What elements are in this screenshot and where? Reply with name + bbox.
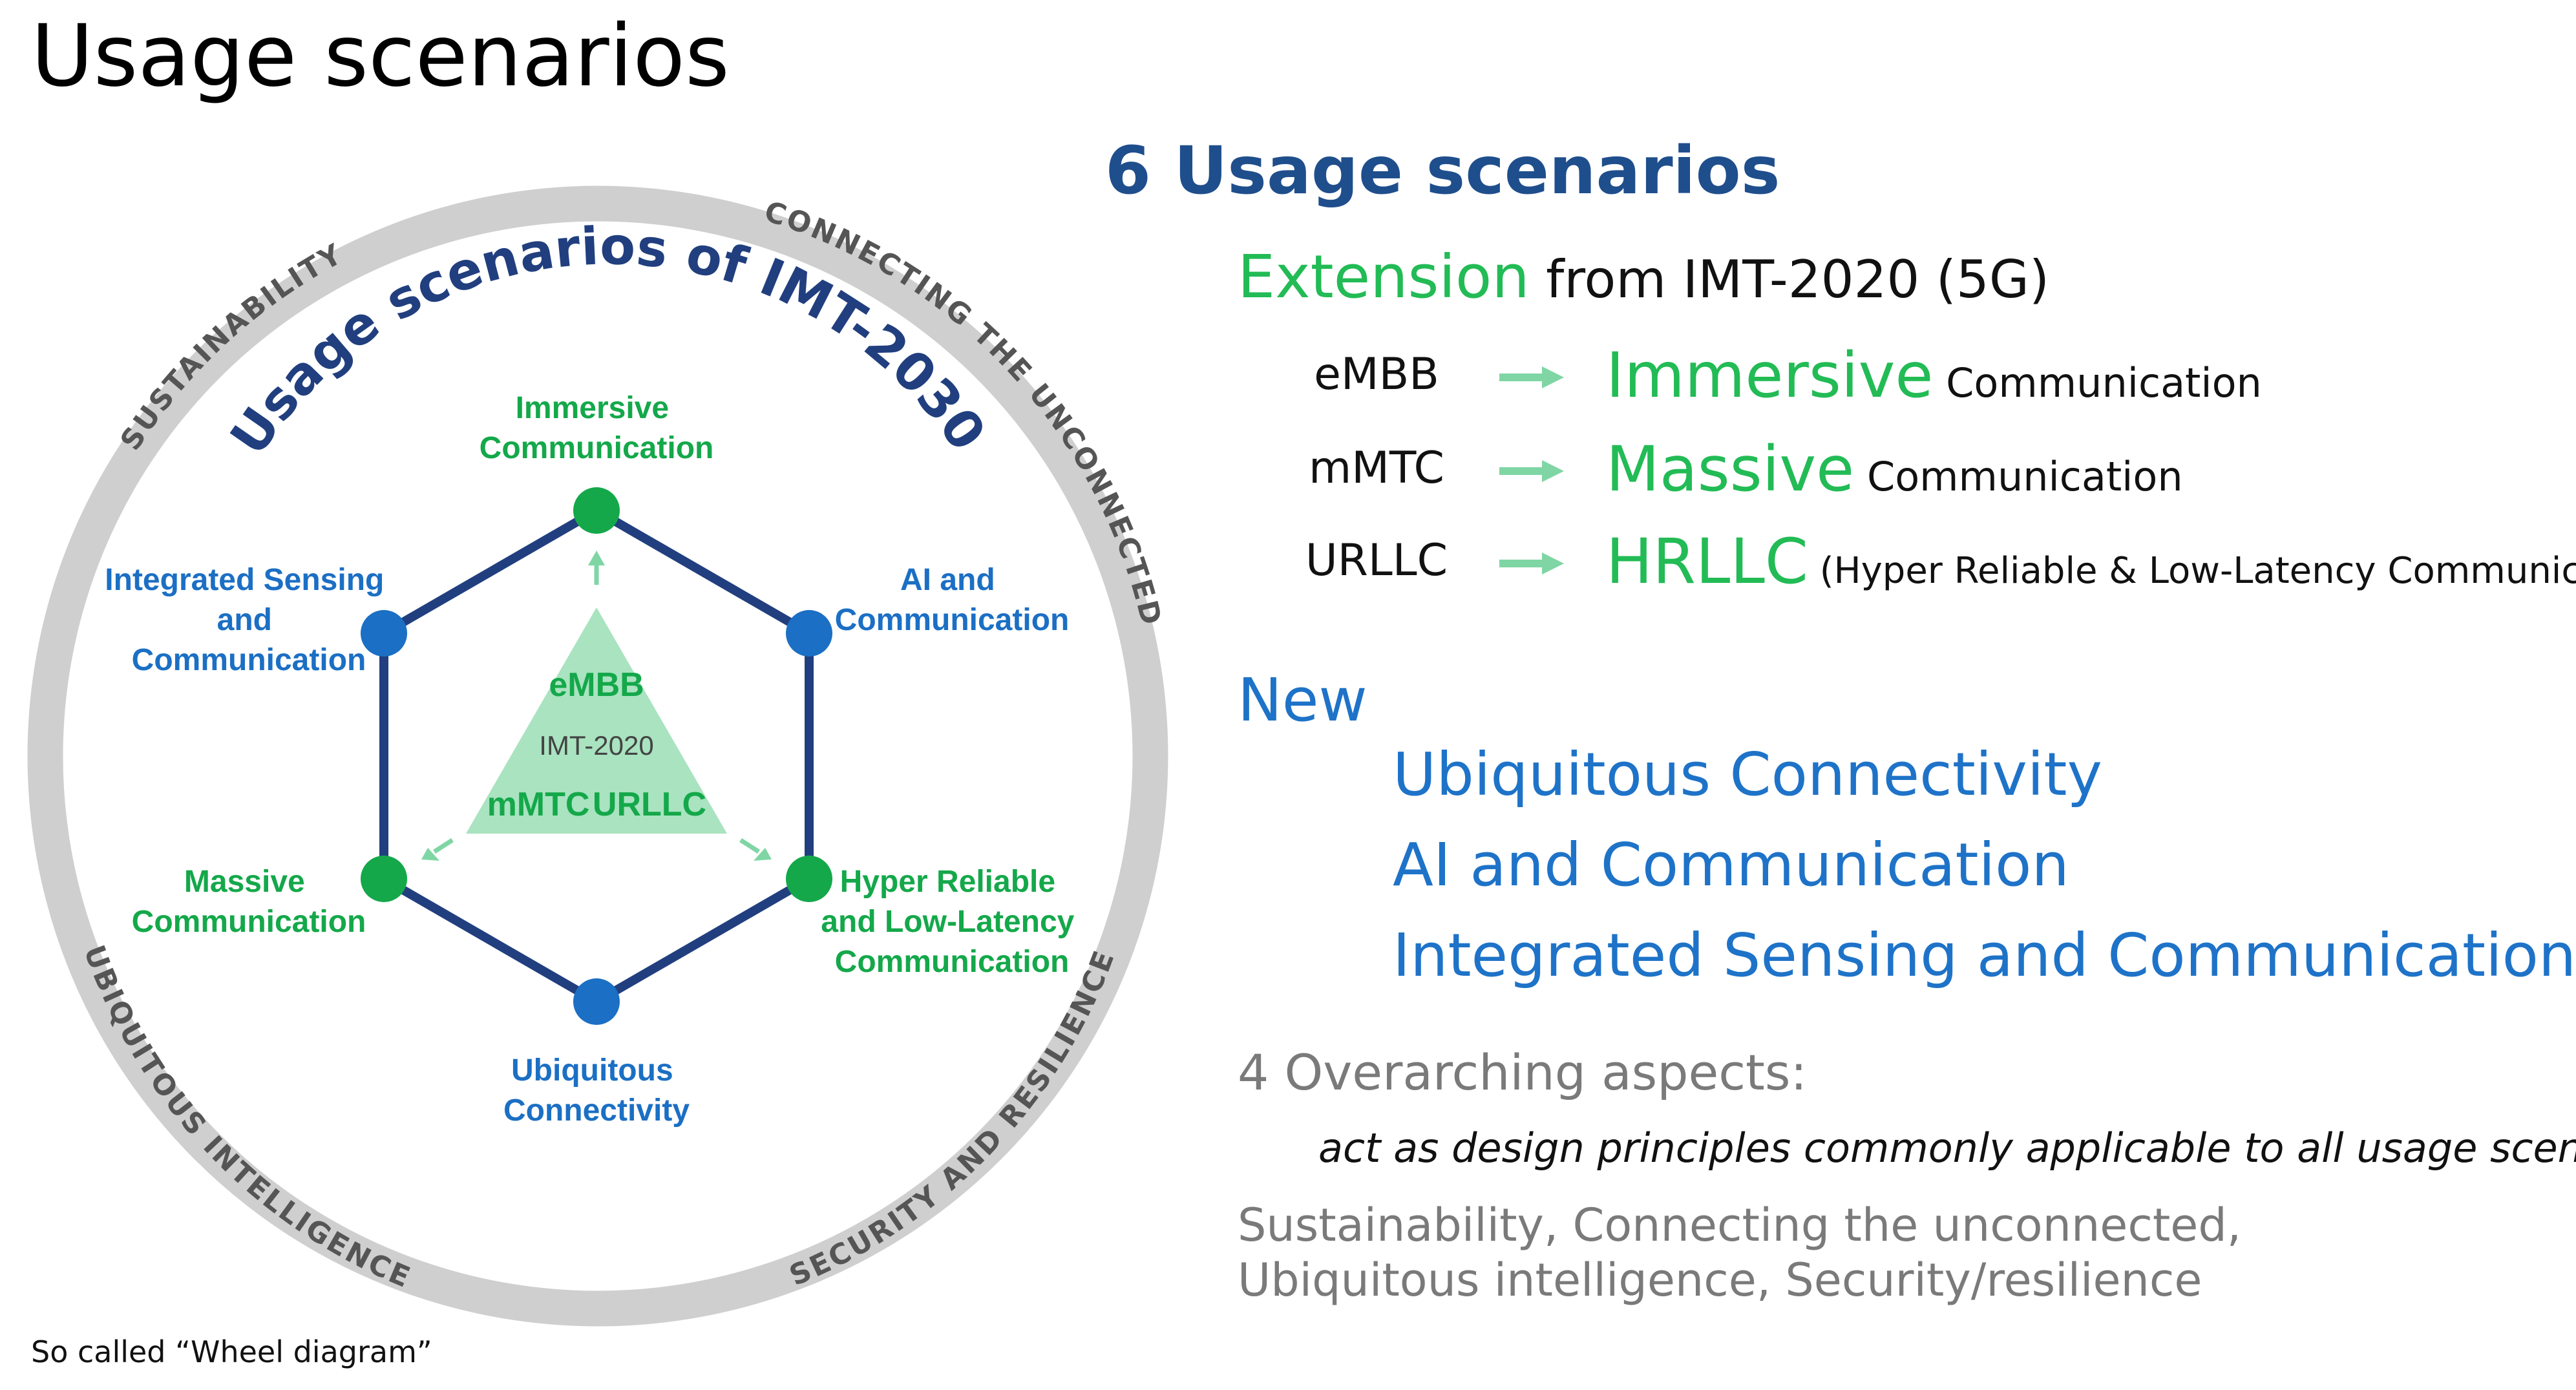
mapping-to-big: Immersive (1606, 339, 1934, 412)
arrow-down-left-icon (421, 838, 454, 861)
mapping-from-mmtc: mMTC (1309, 443, 1444, 494)
triangle-imt2020: IMT-2020 (539, 730, 653, 761)
label-massive: Massive Communication (132, 865, 366, 939)
wheel-diagram: SUSTAINABILITY CONNECTING THE UNCONNECTE… (27, 185, 1168, 1327)
label-sensing: Integrated Sensing and Communication (105, 563, 392, 677)
mapping-to-big: HRLLC (1606, 525, 1808, 598)
node-sensing (361, 610, 407, 657)
footnote: So called “Wheel diagram” (31, 1334, 432, 1369)
triangle-mmtc: mMTC (487, 786, 590, 823)
mapping-from-urllc: URLLC (1305, 535, 1448, 586)
node-immersive (573, 487, 620, 534)
triangle-embb: eMBB (549, 666, 644, 704)
arrow-right-icon (1499, 460, 1564, 482)
triangle-urllc: URLLC (593, 786, 706, 823)
aspects-heading: 4 Overarching aspects: (1238, 1044, 1808, 1101)
node-ubiquitous (573, 978, 620, 1025)
ring-label-security: SECURITY AND RESILIENCE (785, 945, 1121, 1292)
node-ai (786, 610, 832, 657)
extension-line: Extension from IMT-2020 (5G) (1238, 242, 2049, 311)
label-immersive: Immersive Communication (480, 391, 714, 465)
mapping-note: (Hyper Reliable & Low-Latency Communicat… (1819, 550, 2576, 592)
label-ubiquitous: Ubiquitous Connectivity (503, 1053, 690, 1128)
mapping-to-immersive: Immersive Communication (1606, 339, 2262, 412)
outer-ring (27, 185, 1168, 1327)
node-hrllc (786, 856, 832, 902)
imt2020-triangle (466, 607, 727, 834)
new-item: Ubiquitous Connectivity (1393, 740, 2102, 809)
slide-title: Usage scenarios (31, 6, 730, 106)
new-item: Integrated Sensing and Communication (1393, 921, 2576, 990)
new-item: AI and Communication (1393, 830, 2069, 900)
arrow-down-right-icon (739, 838, 772, 861)
aspects-note: act as design principles commonly applic… (1318, 1124, 2576, 1172)
mapping-to-hrllc: HRLLC (Hyper Reliable & Low-Latency Comm… (1606, 525, 2576, 598)
aspects-list-line: Sustainability, Connecting the unconnect… (1238, 1199, 2242, 1252)
extension-rest: from IMT-2020 (5G) (1529, 249, 2050, 310)
mapping-to-big: Massive (1606, 433, 1855, 505)
mapping-from-embb: eMBB (1314, 349, 1439, 400)
right-heading: 6 Usage scenarios (1105, 132, 1780, 209)
label-ai: AI and Communication (835, 563, 1070, 637)
mapping-to-small: Communication (1933, 359, 2262, 406)
ring-label-ubiquitous-intelligence: UBIQUITOUS INTELLIGENCE (77, 941, 416, 1295)
aspects-list-line: Ubiquitous intelligence, Security/resili… (1238, 1254, 2202, 1307)
mapping-to-massive: Massive Communication (1606, 433, 2183, 505)
label-hrllc: Hyper Reliable and Low-Latency Communica… (821, 865, 1082, 979)
arrow-up-icon (588, 551, 605, 585)
new-label: New (1238, 666, 1367, 735)
arrow-right-icon (1499, 553, 1564, 574)
node-massive (361, 856, 407, 902)
arrow-right-icon (1499, 366, 1564, 388)
mapping-to-small: Communication (1854, 453, 2183, 500)
extension-word: Extension (1238, 242, 1530, 311)
